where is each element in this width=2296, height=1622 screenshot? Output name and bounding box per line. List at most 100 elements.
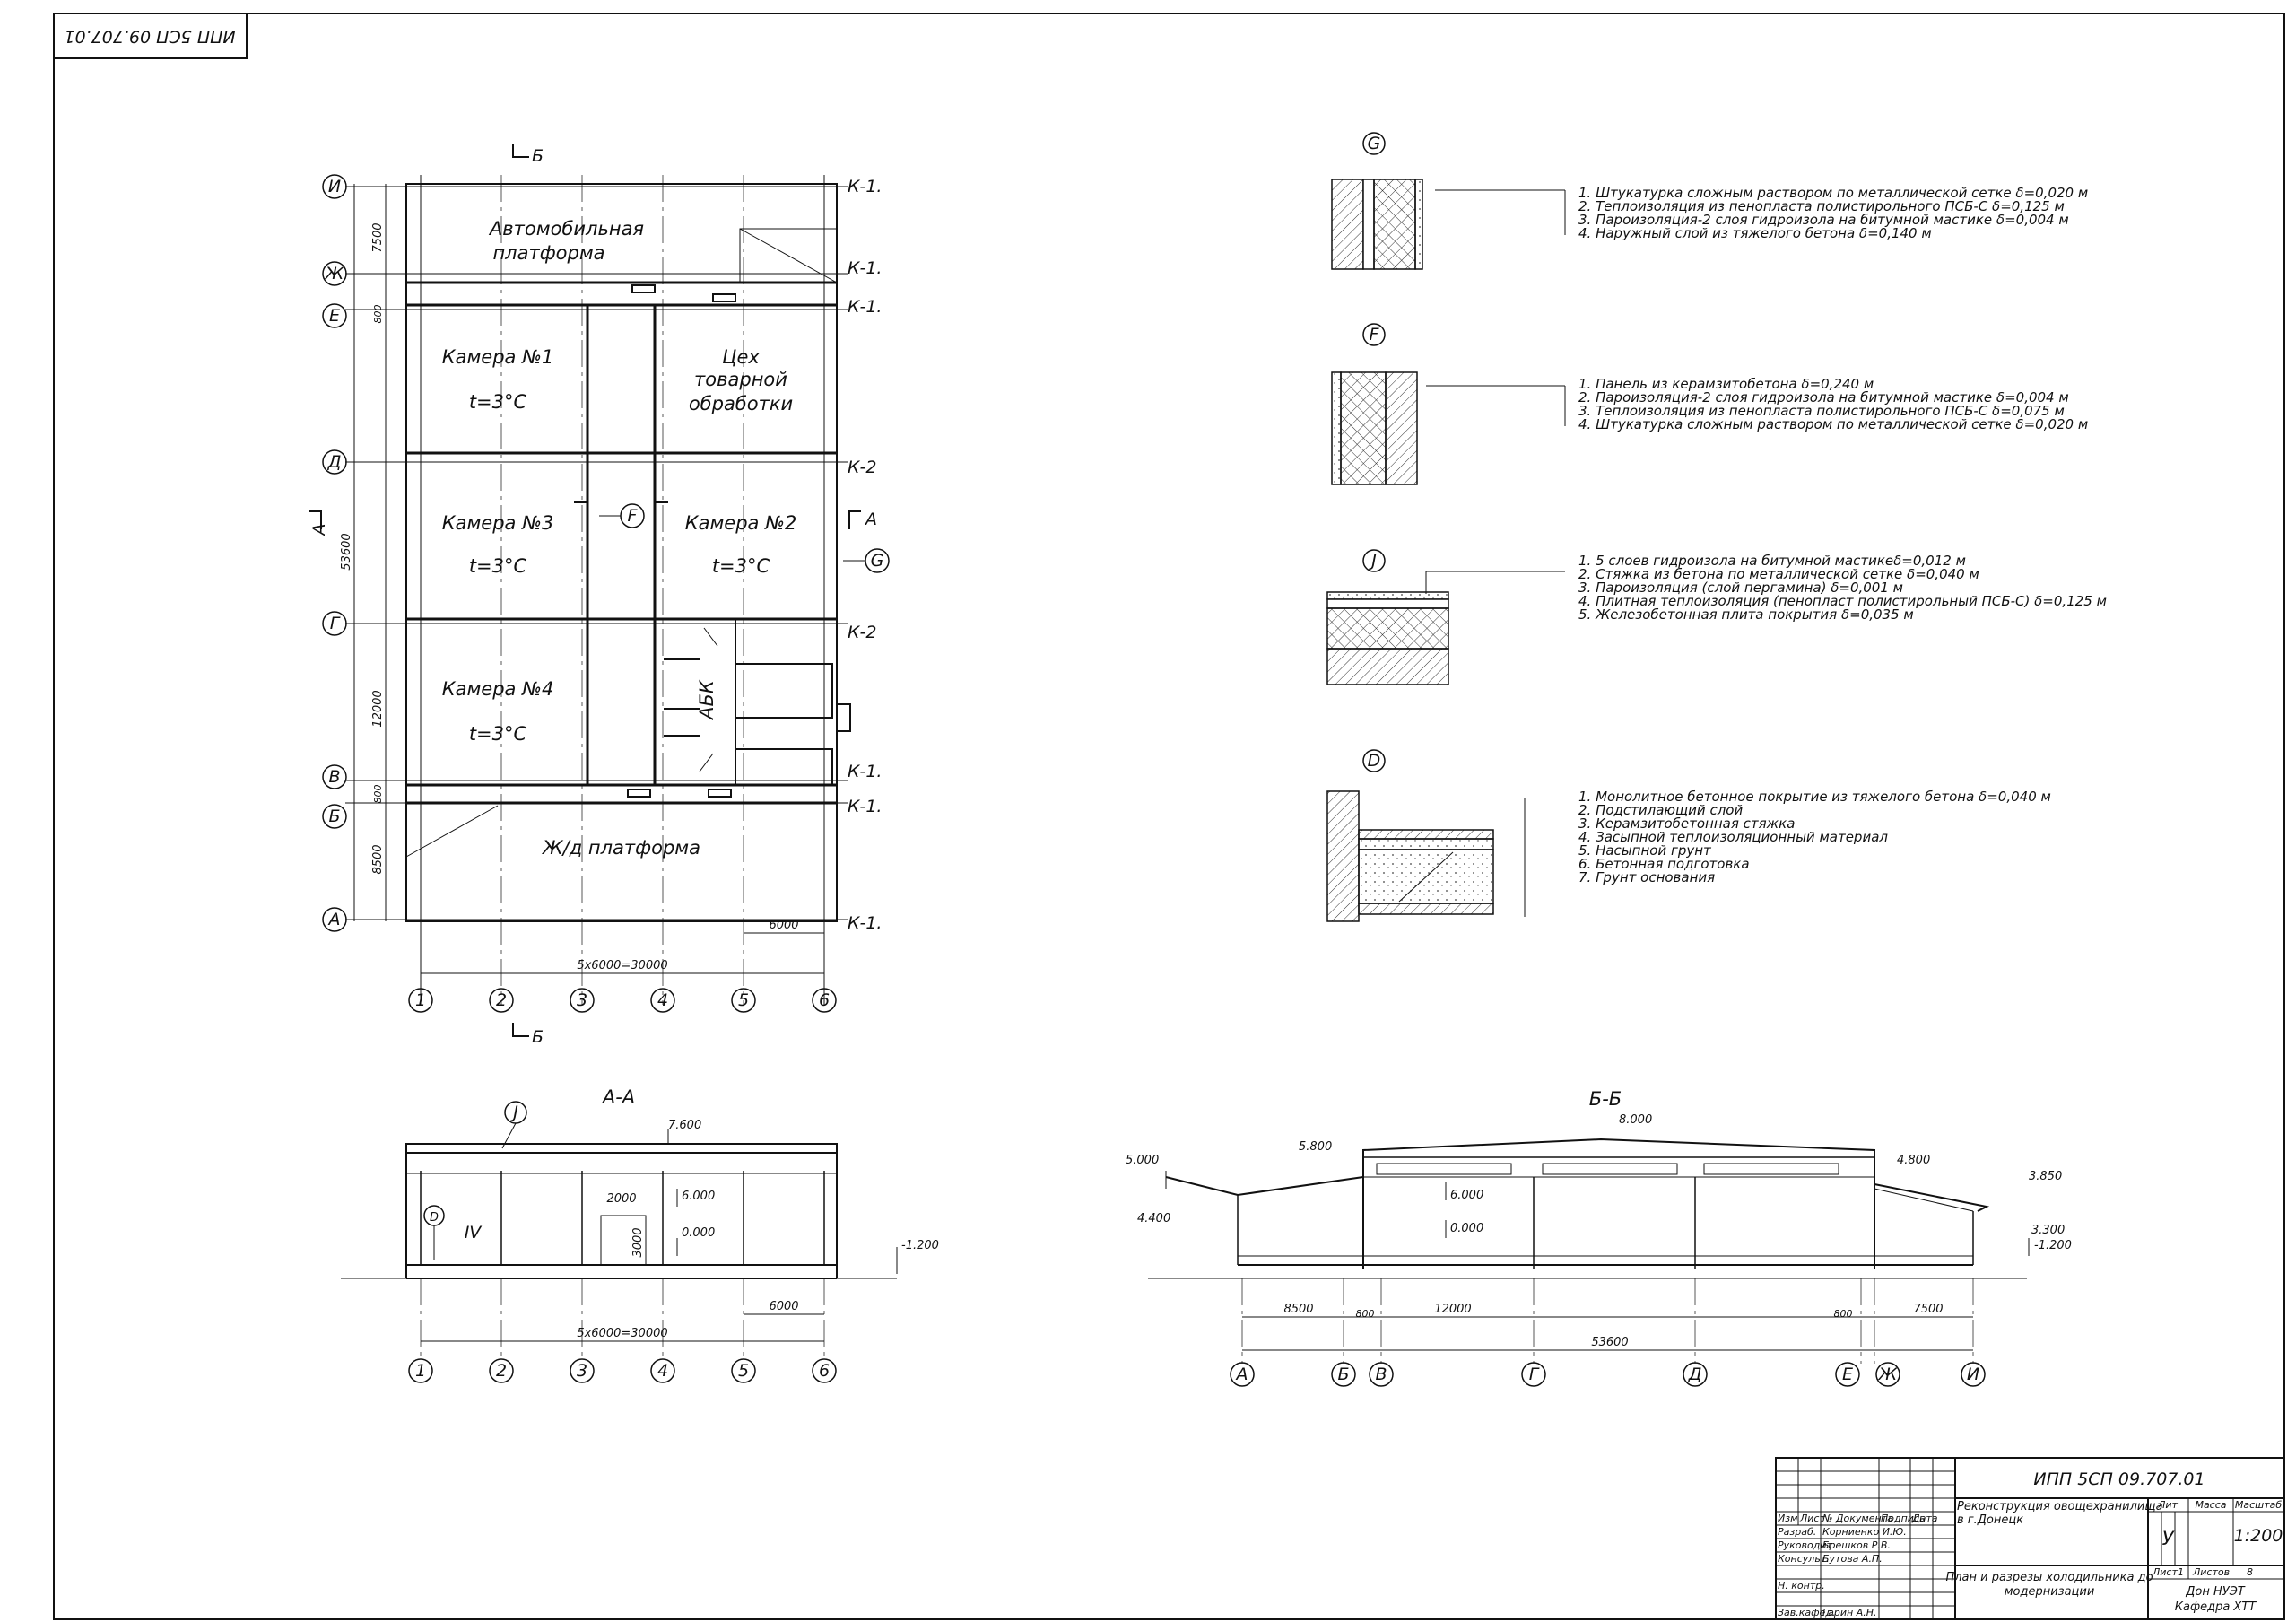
detail-g-layer-2: 2. Теплоизоляция из пенопласта полистиро… — [1578, 198, 2065, 214]
section-aa-door-h: 3000 — [631, 1227, 645, 1257]
title-block-scale-value: 1:200 — [2234, 1526, 2283, 1546]
detail-d-layer-6: 6. Бетонная подготовка — [1578, 856, 1750, 872]
dim-6000: 6000 — [769, 919, 798, 932]
title-block-project-1: Реконструкция овощехранилища — [1957, 1500, 2163, 1513]
section-bb-level-right-low: 3.300 — [2031, 1224, 2065, 1237]
mark-k1-zh: К-1. — [848, 258, 882, 278]
mark-k2-g: К-2 — [848, 623, 876, 642]
detail-f: F 1. Панель из керамзитобетона δ=0,240 м… — [1331, 323, 2088, 485]
section-bb-level-left-low: 4.400 — [1137, 1212, 1170, 1225]
room-cam4-temp: t=3°C — [469, 723, 527, 745]
room-cam1: Камера №1 — [442, 346, 554, 368]
section-aa-level-ceil: 6.000 — [682, 1190, 715, 1203]
section-bb-axis-zh: Ж — [1878, 1365, 1899, 1384]
right-marks: К-1. К-1. К-1. К-2 К-2 К-1. К-1. К-1. — [848, 177, 882, 933]
section-bb-dim-12000: 12000 — [1434, 1303, 1471, 1316]
title-block-lit-label: Лит — [2157, 1499, 2178, 1511]
section-mark-b-bottom: Б — [532, 1027, 544, 1047]
row-axis-a: А — [327, 910, 341, 929]
section-bb-axis-i: И — [1967, 1365, 1979, 1384]
section-bb-axis-v: В — [1375, 1365, 1387, 1384]
detail-g-layer-1: 1. Штукатурка сложным раствором по метал… — [1578, 185, 2088, 201]
drawing-frame — [53, 13, 2285, 1620]
section-aa-door-w: 2000 — [606, 1192, 636, 1206]
detail-d-mark: D — [1368, 751, 1381, 771]
mark-k1-i: К-1. — [848, 177, 882, 196]
room-cam3: Камера №3 — [442, 512, 554, 534]
detail-g-layer-4: 4. Наружный слой из тяжелого бетона δ=0,… — [1578, 225, 1932, 241]
detail-f-layer-1: 1. Панель из керамзитобетона δ=0,240 м — [1578, 376, 1874, 392]
detail-j-layer-5: 5. Железобетонная плита покрытия δ=0,035… — [1578, 606, 1914, 623]
section-bb-title: Б-Б — [1589, 1088, 1622, 1110]
detail-f-mark: F — [1370, 325, 1380, 344]
dim-800-top: 800 — [372, 305, 384, 324]
row-axis-e: Е — [329, 306, 340, 326]
section-aa-level-ground: -1.200 — [901, 1239, 939, 1252]
detail-f-layer-2: 2. Пароизоляция-2 слоя гидроизола на бит… — [1578, 389, 2069, 406]
section-bb: Б-Б 8.000 5.000 4.400 5.800 6.000 0.000 … — [1126, 1088, 2072, 1387]
title-block-org-1: Дон НУЭТ — [2185, 1585, 2246, 1599]
dim-7500: 7500 — [371, 222, 385, 252]
section-bb-axis-d: Д — [1688, 1365, 1702, 1384]
section-aa-axis-1: 1 — [415, 1361, 426, 1381]
col-axis-6: 6 — [819, 990, 830, 1010]
col-axis-1: 1 — [415, 990, 426, 1010]
dim-53600: 53600 — [340, 533, 353, 570]
section-bb-level-ground: -1.200 — [2034, 1239, 2072, 1252]
section-bb-dim-800-a: 800 — [1356, 1308, 1375, 1320]
section-aa-title: А-А — [601, 1086, 635, 1108]
row-axis-v: В — [328, 767, 340, 787]
mark-k1-v: К-1. — [848, 762, 882, 781]
title-block-sheets-value: 8 — [2247, 1566, 2253, 1578]
title-block-project-2: в г.Донецк — [1957, 1513, 2023, 1527]
room-auto-platform: Автомобильная — [488, 218, 644, 240]
section-mark-a-left: А — [309, 524, 329, 537]
section-aa-dim-total: 5х6000=30000 — [577, 1327, 667, 1340]
title-block-sheet-2: модернизации — [2005, 1585, 2095, 1599]
section-mark-b-top: Б — [532, 146, 544, 166]
row-axis-b: Б — [328, 807, 340, 826]
detail-g-mark: G — [1368, 134, 1381, 153]
room-rail-platform: Ж/д платформа — [541, 837, 700, 859]
room-shop-2: товарной — [694, 369, 787, 390]
section-bb-level-right-top: 4.800 — [1897, 1154, 1930, 1167]
title-block: ИПП 5СП 09.707.01 Реконструкция овощехра… — [1775, 1457, 2285, 1620]
col-axis-3: 3 — [577, 990, 587, 1010]
section-bb-level-ceil: 6.000 — [1450, 1189, 1483, 1202]
col-axis-bubbles: 1 2 3 4 5 6 — [408, 988, 837, 1013]
section-aa-axis-3: 3 — [577, 1361, 587, 1381]
dim-12000: 12000 — [371, 690, 385, 727]
dim-800-bottom: 800 — [372, 785, 384, 804]
mark-k1-a: К-1. — [848, 913, 882, 933]
title-block-sheets-label: Листов — [2192, 1566, 2230, 1578]
title-block-org-2: Кафедра ХТТ — [2175, 1600, 2257, 1614]
section-aa-room: IV — [465, 1223, 483, 1243]
title-block-role-3: Консульт. — [1778, 1553, 1830, 1565]
callout-f: F — [628, 506, 639, 526]
row-axis-d: Д — [327, 452, 342, 472]
section-bb-level-ridge: 8.000 — [1619, 1113, 1652, 1127]
floor-plan: Автомобильная платформа Камера №1 t=3°C … — [309, 144, 890, 1047]
title-block-role-2: Руководит. — [1778, 1539, 1835, 1551]
title-block-scale-label: Масштаб — [2235, 1499, 2282, 1511]
detail-g: G 1. Штукатурка сложным раствором по мет… — [1331, 132, 2088, 270]
dim-8500: 8500 — [371, 844, 385, 874]
title-block-head-list: Лист — [1799, 1513, 1825, 1524]
callout-g: G — [871, 551, 884, 571]
detail-d-layer-7: 7. Грунт основания — [1578, 869, 1715, 885]
section-aa-axis-6: 6 — [819, 1361, 830, 1381]
section-bb-dim-7500: 7500 — [1913, 1303, 1943, 1316]
row-axis-g: Г — [330, 614, 341, 633]
room-auto-platform-2: платформа — [492, 242, 604, 264]
title-block-name-3: Бутова А.П. — [1822, 1553, 1883, 1565]
title-block-role-5: Н. контр. — [1778, 1580, 1825, 1591]
room-shop-3: обработки — [689, 393, 793, 414]
title-block-head-doc: № Документа — [1822, 1513, 1893, 1524]
title-block-role-1: Разраб. — [1778, 1526, 1816, 1538]
section-aa-level-floor: 0.000 — [682, 1226, 715, 1240]
room-cam3-temp: t=3°C — [469, 555, 527, 577]
detail-d: D 1. Монолитное бетонное покрытие из тяж… — [1326, 749, 2051, 922]
title-block-lit-value: У — [2162, 1528, 2175, 1549]
detail-d-layer-3: 3. Керамзитобетонная стяжка — [1578, 815, 1795, 832]
